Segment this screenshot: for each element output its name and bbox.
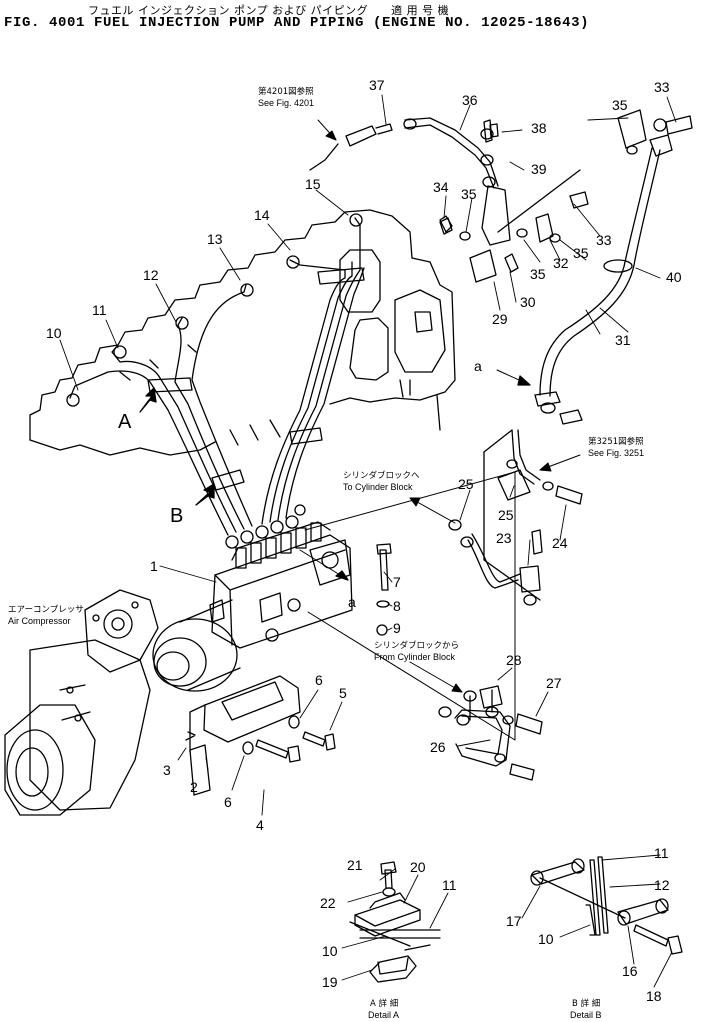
- pump-bracket: [187, 675, 301, 796]
- callout-22: 22: [320, 895, 336, 911]
- note-air-compressor-en: Air Compressor: [8, 616, 71, 626]
- callout-5: 5: [339, 685, 347, 701]
- callout-16: 16: [622, 963, 638, 979]
- callout-9: 9: [393, 620, 401, 636]
- callout-6a: 6: [315, 672, 323, 688]
- callout-40: 40: [666, 269, 682, 285]
- callout-26: 26: [430, 739, 446, 755]
- feed-pipe-23: [448, 429, 583, 606]
- note-to-cylinder-en: To Cylinder Block: [343, 482, 413, 492]
- callout-10-detail-b: 10: [538, 931, 554, 947]
- connection-label-a-top: a: [474, 358, 482, 374]
- callout-12: 12: [143, 267, 159, 283]
- view-arrows: [139, 387, 215, 506]
- callout-8: 8: [393, 598, 401, 614]
- note-see-4201-jp: 第4201図参照: [258, 86, 314, 97]
- leak-off-pipe: [309, 117, 589, 283]
- callout-11-detail-b: 11: [654, 845, 669, 861]
- callout-2: 2: [190, 779, 198, 795]
- callout-4: 4: [256, 817, 264, 833]
- callout-33a: 33: [596, 232, 612, 248]
- callout-30: 30: [520, 294, 536, 310]
- callout-35a: 35: [461, 186, 477, 202]
- view-label-b: B: [170, 505, 183, 527]
- note-to-cylinder-jp: シリンダブロックへ: [343, 470, 420, 481]
- callout-37: 37: [369, 77, 385, 93]
- callout-11: 11: [92, 302, 107, 318]
- view-label-a: A: [118, 411, 132, 433]
- callout-17: 17: [506, 913, 522, 929]
- callout-23: 23: [496, 530, 512, 546]
- callout-38: 38: [531, 120, 547, 136]
- callout-10: 10: [46, 325, 62, 341]
- callout-12-detail-b: 12: [654, 877, 670, 893]
- callout-27: 27: [546, 675, 562, 691]
- callout-19: 19: [322, 974, 338, 990]
- callout-33b: 33: [654, 79, 670, 95]
- return-hose: [534, 109, 693, 425]
- fasteners: [185, 123, 499, 763]
- detail-a-drawing: [349, 861, 441, 983]
- detail-b-en: Detail B: [570, 1010, 602, 1020]
- connection-arrows: [299, 369, 531, 581]
- detail-a-en: Detail A: [368, 1010, 399, 1020]
- callout-31: 31: [615, 332, 631, 348]
- connection-label-a-pump: a: [348, 594, 356, 610]
- note-air-compressor-jp: エアーコンプレッサ: [8, 605, 84, 615]
- callout-35c: 35: [612, 97, 628, 113]
- callout-numbers: 1 2 3 4 5 6 6 7 8 9 10 11 12 13 14 15 23…: [8, 77, 682, 1020]
- callout-13: 13: [207, 231, 223, 247]
- callout-35b: 35: [530, 266, 546, 282]
- note-from-cylinder-en: From Cylinder Block: [374, 652, 456, 662]
- japanese-title: フュエル インジェクション ポンプ および パイピング 適 用 号 機: [88, 4, 450, 17]
- callout-15: 15: [305, 176, 321, 192]
- leader-lines: [59, 94, 677, 988]
- feed-pipe-26: [438, 685, 543, 781]
- note-see-3251-en: See Fig. 3251: [588, 448, 644, 458]
- note-see-3251-jp: 第3251図参照: [588, 436, 644, 447]
- note-from-cylinder-jp: シリンダブロックから: [374, 640, 459, 651]
- detail-a-jp: A 詳 細: [370, 998, 398, 1009]
- flow-arrows: [304, 119, 581, 741]
- detail-b-drawing: [530, 856, 683, 955]
- callout-11-detail-a: 11: [442, 877, 457, 893]
- air-compressor: [4, 589, 159, 816]
- injection-pump: [152, 521, 353, 692]
- callout-34: 34: [433, 179, 449, 195]
- callout-3: 3: [163, 762, 171, 778]
- detail-b-jp: B 詳 細: [572, 998, 600, 1009]
- callout-10-detail-a: 10: [322, 943, 338, 959]
- callout-35d: 35: [573, 245, 589, 261]
- callout-39: 39: [531, 161, 547, 177]
- callout-25b: 25: [498, 507, 514, 523]
- callout-20: 20: [410, 859, 426, 875]
- callout-6b: 6: [224, 794, 232, 810]
- note-see-4201-en: See Fig. 4201: [258, 98, 314, 108]
- injection-lines: [66, 213, 365, 549]
- callout-29: 29: [492, 311, 508, 327]
- callout-1: 1: [150, 558, 158, 574]
- figure-title: FIG. 4001 FUEL INJECTION PUMP AND PIPING…: [4, 15, 590, 31]
- callout-32: 32: [553, 255, 569, 271]
- callout-24: 24: [552, 535, 568, 551]
- callout-21: 21: [347, 857, 363, 873]
- callout-7: 7: [393, 574, 401, 590]
- callout-36: 36: [462, 92, 478, 108]
- callout-28: 28: [506, 652, 522, 668]
- callout-14: 14: [254, 207, 270, 223]
- engine-block-outline: [29, 209, 456, 456]
- callout-25a: 25: [458, 476, 474, 492]
- callout-18: 18: [646, 988, 662, 1004]
